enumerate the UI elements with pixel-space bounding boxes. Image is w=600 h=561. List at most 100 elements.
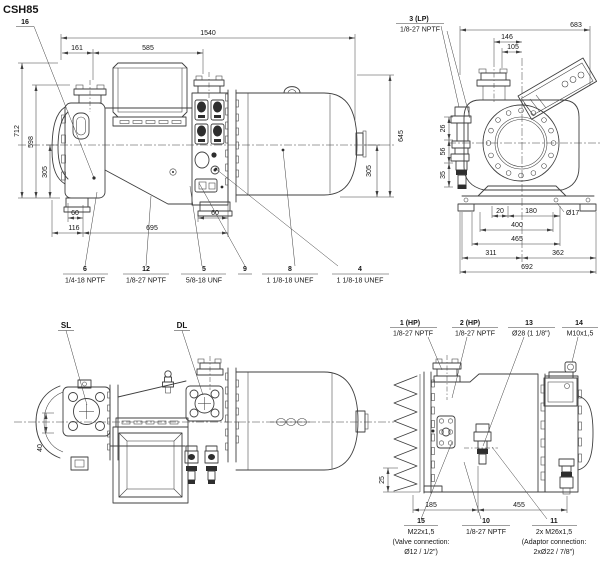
terminal-box-front	[517, 57, 598, 120]
callout-15: 15 M22x1,5 (Valve connection: Ø12 / 1/2"…	[392, 441, 453, 556]
dim-305-right: 305	[366, 165, 373, 177]
dim-712: 712	[14, 125, 21, 137]
callout-15-number: 15	[417, 518, 425, 525]
dim-60-mid: 60	[211, 210, 219, 217]
callout-1-number: 1 (HP)	[400, 320, 420, 327]
model-title: CSH85	[3, 4, 38, 16]
sl-label: SL	[61, 321, 71, 330]
compressor-front-outline	[450, 57, 598, 212]
callout-11-note-2: 2xØ22 / 7/8")	[533, 549, 574, 556]
solenoid-coils	[194, 99, 225, 145]
dim-105: 105	[507, 44, 519, 51]
callout-1-thread: 1/8-27 NPTF	[393, 331, 433, 338]
dim-25: 25	[379, 476, 386, 484]
callout-6: 6 1/4-18 NPTF	[63, 266, 108, 285]
callout-14-thread: M10x1,5	[567, 331, 594, 338]
compressor-bottom-outline	[35, 356, 369, 504]
feet-side	[63, 197, 233, 217]
side-view-dimensions: 1540 161 585 712 598 305 645 305 60 116 …	[14, 30, 405, 237]
callout-4: 4 1 1/8-18 UNEF	[332, 266, 389, 285]
callout-11-note-1: (Adaptor connection:	[522, 539, 587, 546]
callout-11-thread: 2x M26x1,5	[536, 529, 572, 536]
callout-10: 10 1/8-27 NPTF	[462, 461, 510, 536]
terminal-box-side	[112, 62, 188, 127]
suction-capped-flange	[73, 80, 107, 112]
callout-13-thread: Ø28 (1 1/8")	[512, 331, 550, 338]
dim-116: 116	[68, 225, 79, 232]
main-flange	[225, 89, 239, 203]
callout-13-number: 13	[525, 320, 533, 327]
dim-585: 585	[142, 45, 154, 52]
callout-4-thread: 1 1/8-18 UNEF	[337, 278, 384, 285]
callout-11: 11 2x M26x1,5 (Adaptor connection: 2xØ22…	[491, 446, 587, 556]
hp-capped-flange	[432, 355, 462, 400]
dim-645: 645	[398, 130, 405, 142]
dim-683: 683	[570, 22, 582, 29]
rear-top-callouts: 1 (HP) 1/8-27 NPTF 2 (HP) 1/8-27 NPTF 13…	[390, 320, 598, 447]
sight-glass	[72, 112, 90, 140]
callout-9-number: 9	[243, 266, 247, 273]
callout-1-hp: 1 (HP) 1/8-27 NPTF	[390, 320, 443, 371]
dim-311: 311	[485, 250, 496, 257]
callout-12-number: 12	[142, 266, 150, 273]
callout-6-thread: 1/4-18 NPTF	[65, 278, 105, 285]
topside-valve	[162, 370, 174, 394]
top-capped-flange-front	[476, 62, 511, 104]
dim-455: 455	[513, 502, 525, 509]
dim-60-left: 60	[71, 210, 79, 217]
callout-3-thread: 1/8-27 NPTF	[400, 27, 440, 34]
dim-26: 26	[440, 125, 447, 133]
callout-2-hp: 2 (HP) 1/8-27 NPTF	[451, 320, 498, 399]
dim-692: 692	[521, 264, 533, 271]
callout-3-number: 3 (LP)	[409, 16, 428, 23]
callout-15-note-1: (Valve connection:	[392, 539, 449, 546]
rear-view-dimensions: 25 185 455	[379, 466, 568, 513]
callout-15-note-2: Ø12 / 1/2")	[404, 549, 438, 556]
mounting-rail-front	[457, 185, 597, 212]
callout-3-lp: 3 (LP) 1/8-27 NPTF	[396, 16, 471, 119]
sl-flange	[62, 379, 111, 437]
callout-4-number: 4	[358, 266, 362, 273]
front-view-dimensions: 683 146 105 26 56 35 20 180 Ø17 400 465 …	[440, 22, 597, 274]
dl-flange-assembly	[185, 356, 224, 422]
main-flange-bottom-view	[225, 367, 239, 463]
discharge-flange-column	[191, 72, 229, 206]
callout-6-number: 6	[83, 266, 87, 273]
dl-callout: DL	[174, 321, 204, 396]
dim-56: 56	[440, 148, 447, 156]
callout-8: 8 1 1/8-18 UNEF	[262, 266, 318, 285]
terminal-box-bottom-view	[112, 417, 189, 504]
dim-185: 185	[425, 502, 437, 509]
callout-10-number: 10	[482, 518, 490, 525]
oil-separator-side	[235, 86, 367, 196]
dim-146: 146	[501, 34, 513, 41]
callout-12-thread: 1/8-27 NPTF	[126, 278, 166, 285]
callout-8-thread: 1 1/8-18 UNEF	[267, 278, 314, 285]
sl-callout: SL	[58, 321, 88, 406]
callout-16: 16	[16, 19, 96, 180]
dim-180: 180	[525, 208, 537, 215]
callout-9: 9	[238, 266, 252, 275]
solenoid-valves-underside	[184, 445, 219, 484]
center-oil-valve	[464, 423, 498, 465]
dim-40: 40	[37, 444, 44, 452]
front-view: 3 (LP) 1/8-27 NPTF 683 146 105 26 56 35 …	[396, 16, 600, 274]
bolt-circle	[485, 107, 557, 179]
dim-dia17: Ø17	[566, 210, 579, 217]
compressor-side-outline	[51, 62, 367, 217]
motor-end-section	[540, 361, 594, 493]
dim-465: 465	[511, 236, 523, 243]
dim-305-left: 305	[42, 166, 49, 178]
side-view-connection-callouts: 6 1/4-18 NPTF 12 1/8-27 NPTF 5 5/8-18 UN…	[63, 148, 389, 285]
oil-pump-flange	[431, 415, 456, 449]
side-view: 1540 161 585 712 598 305 645 305 60 116 …	[14, 19, 405, 285]
dim-400: 400	[511, 222, 523, 229]
dim-161: 161	[71, 45, 83, 52]
callout-5-number: 5	[202, 266, 206, 273]
callout-13: 13 Ø28 (1 1/8")	[482, 320, 555, 447]
dim-35: 35	[440, 171, 447, 179]
dl-label: DL	[177, 321, 188, 330]
dim-695: 695	[146, 225, 158, 232]
rear-bottom-callouts: 15 M22x1,5 (Valve connection: Ø12 / 1/2"…	[392, 441, 587, 556]
